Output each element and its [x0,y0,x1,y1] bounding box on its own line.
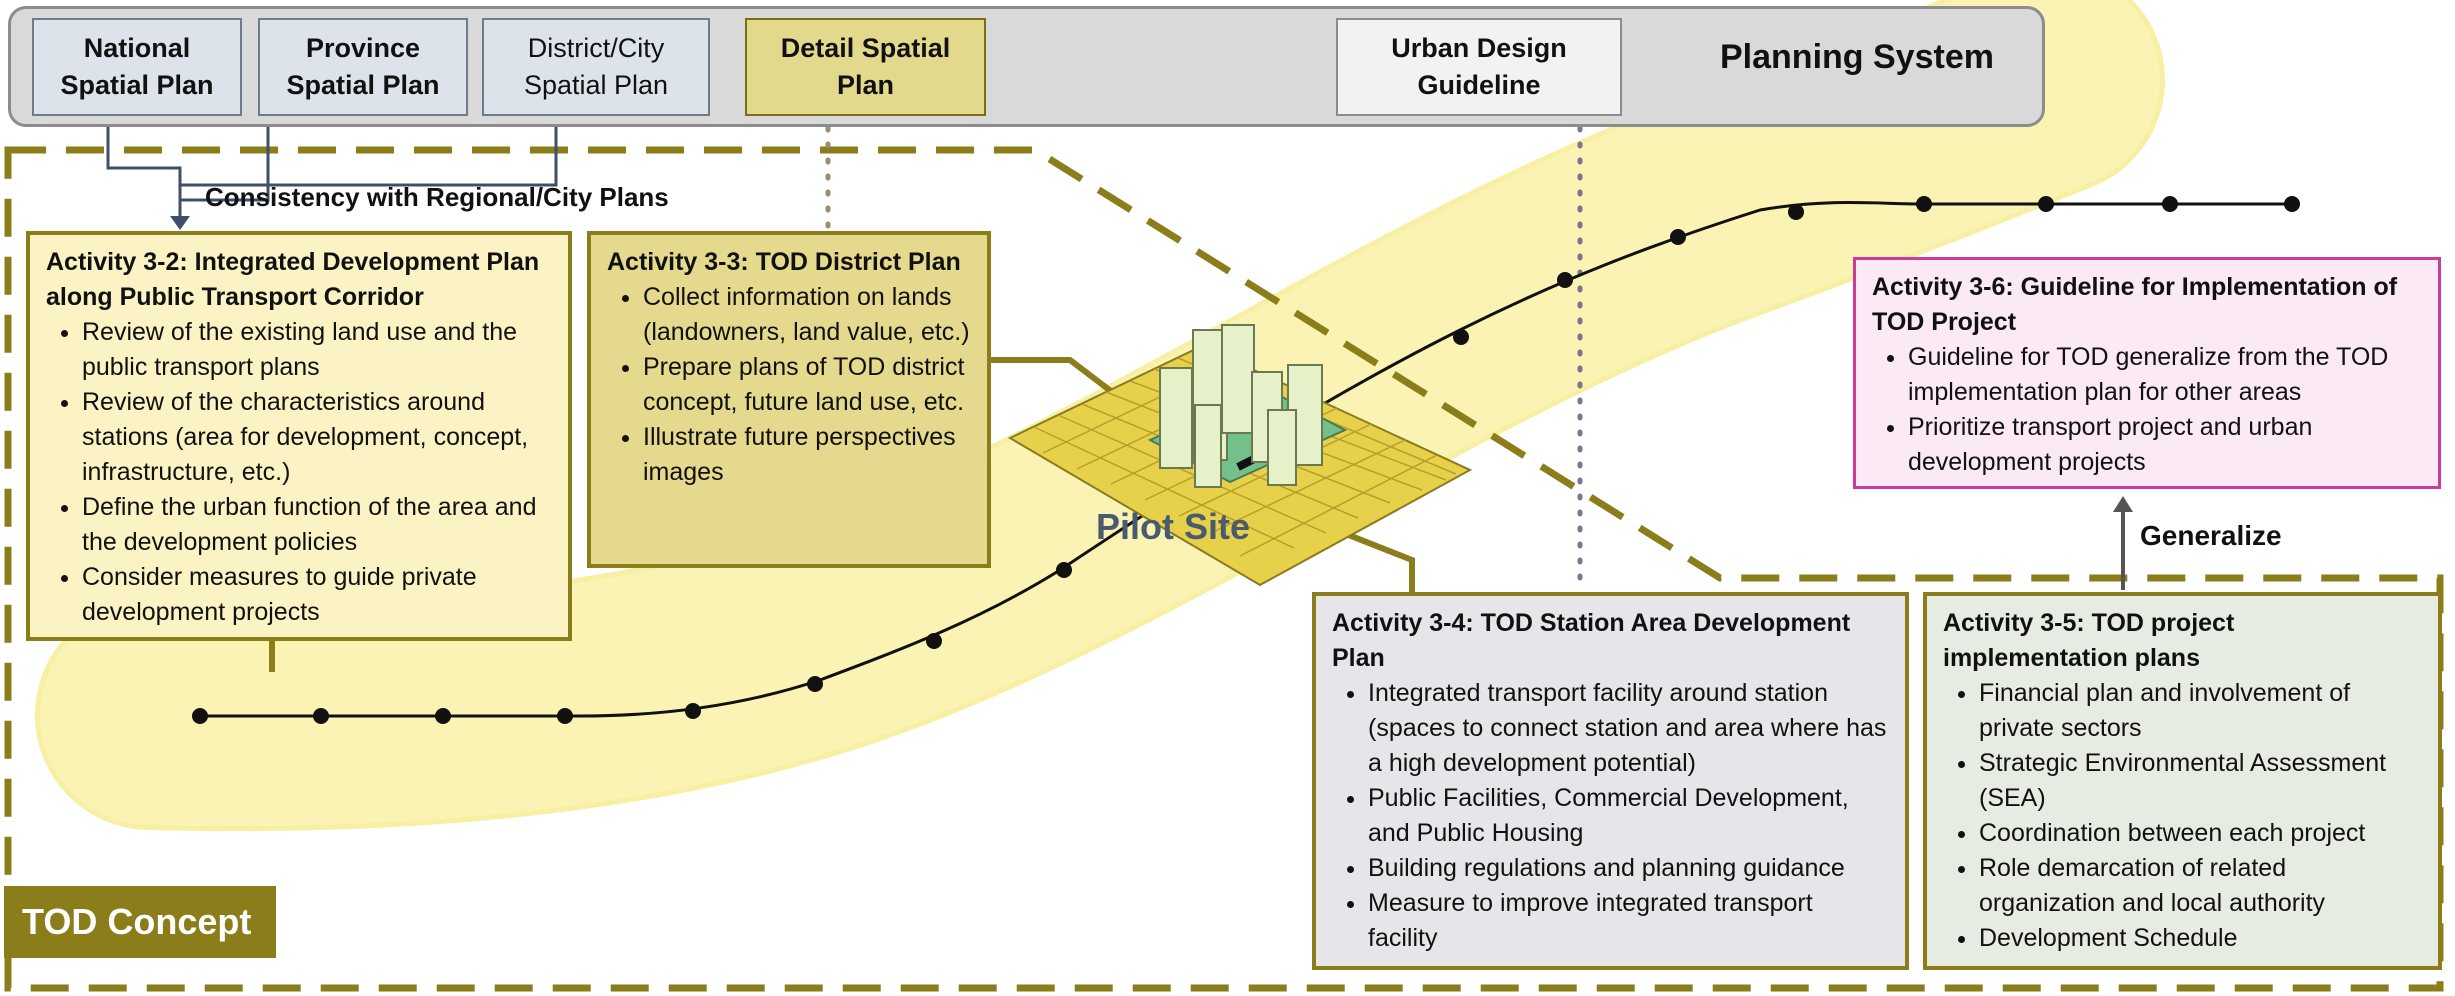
activity-3-4-box: Activity 3-4: TOD Station Area Developme… [1312,592,1909,970]
activity-item: Building regulations and planning guidan… [1368,851,1889,886]
plan-box-line1: Urban Design [1391,33,1567,63]
activity-3-2-box: Activity 3-2: Integrated Development Pla… [26,231,572,641]
activity-item: Define the urban function of the area an… [82,490,552,560]
consistency-label: Consistency with Regional/City Plans [205,182,669,212]
urban-design-guideline-box: Urban Design Guideline [1336,18,1622,116]
activity-item: Strategic Environmental Assessment (SEA) [1979,746,2422,816]
plan-box-line2: Spatial Plan [60,70,214,100]
tod-concept-dashed-boundary [4,146,2444,992]
activity-item: Coordination between each project [1979,816,2422,851]
activity-title: Activity 3-4: TOD Station Area Developme… [1332,609,1851,672]
plan-box-line1: Province [305,33,421,63]
station-dots [192,196,2300,724]
plan-box-line2: Plan [836,70,895,100]
pilot-site-illustration [1007,324,1473,587]
activity-item: Financial plan and involvement of privat… [1979,676,2422,746]
activity-item: Collect information on lands (landowners… [643,280,971,350]
activity-title: Activity 3-2: Integrated Development Pla… [46,248,540,311]
detail-spatial-plan-box: Detail Spatial Plan [745,18,986,116]
national-spatial-plan-box: National Spatial Plan [32,18,242,116]
generalize-label: Generalize [2140,520,2282,551]
activity-item: Development Schedule [1979,921,2422,956]
activity-item: Prepare plans of TOD district concept, f… [643,350,971,420]
activity-3-5-box: Activity 3-5: TOD project implementation… [1923,592,2442,970]
plan-box-line2: Guideline [1417,70,1541,100]
activity-item: Consider measures to guide private devel… [82,560,552,630]
plan-box-line2: Spatial Plan [523,70,669,100]
connector-3-3-to-pilot [991,357,1122,401]
arrow-head-consistency [170,216,190,230]
activity-3-3-box: Activity 3-3: TOD District Plan Collect … [587,231,991,568]
activity-item-list: Review of the existing land use and the … [46,315,552,630]
plan-box-line1: National [83,33,191,63]
province-spatial-plan-box: Province Spatial Plan [258,18,468,116]
district-city-spatial-plan-box: District/City Spatial Plan [482,18,710,116]
planning-system-title: Planning System [1720,38,1994,76]
tod-concept-label: TOD Concept [4,886,276,958]
activity-item-list: Integrated transport facility around sta… [1332,676,1889,956]
activity-item: Review of the existing land use and the … [82,315,552,385]
plan-box-line1: Detail Spatial [780,33,951,63]
arrow-head-generalize [2113,496,2133,512]
plan-box-line1: District/City [527,33,665,63]
activity-item: Prioritize transport project and urban d… [1908,410,2422,480]
activity-3-6-box: Activity 3-6: Guideline for Implementati… [1853,257,2441,489]
activity-item: Role demarcation of related organization… [1979,851,2422,921]
activity-item-list: Collect information on lands (landowners… [607,280,971,490]
tower-buildings [1159,324,1323,488]
activity-item-list: Financial plan and involvement of privat… [1943,676,2422,956]
activity-item: Review of the characteristics around sta… [82,385,552,490]
consistency-arrows [106,118,558,222]
activity-item: Measure to improve integrated transport … [1368,886,1889,956]
activity-title: Activity 3-5: TOD project implementation… [1943,609,2235,672]
activity-title: Activity 3-3: TOD District Plan [607,248,961,276]
activity-title: Activity 3-6: Guideline for Implementati… [1872,273,2398,336]
activity-item: Public Facilities, Commercial Developmen… [1368,781,1889,851]
activity-item: Guideline for TOD generalize from the TO… [1908,340,2422,410]
activity-item: Integrated transport facility around sta… [1368,676,1889,781]
activity-item-list: Guideline for TOD generalize from the TO… [1872,340,2422,480]
pilot-site-label: Pilot Site [1096,506,1251,547]
plan-box-line2: Spatial Plan [286,70,440,100]
activity-item: Illustrate future perspectives images [643,420,971,490]
